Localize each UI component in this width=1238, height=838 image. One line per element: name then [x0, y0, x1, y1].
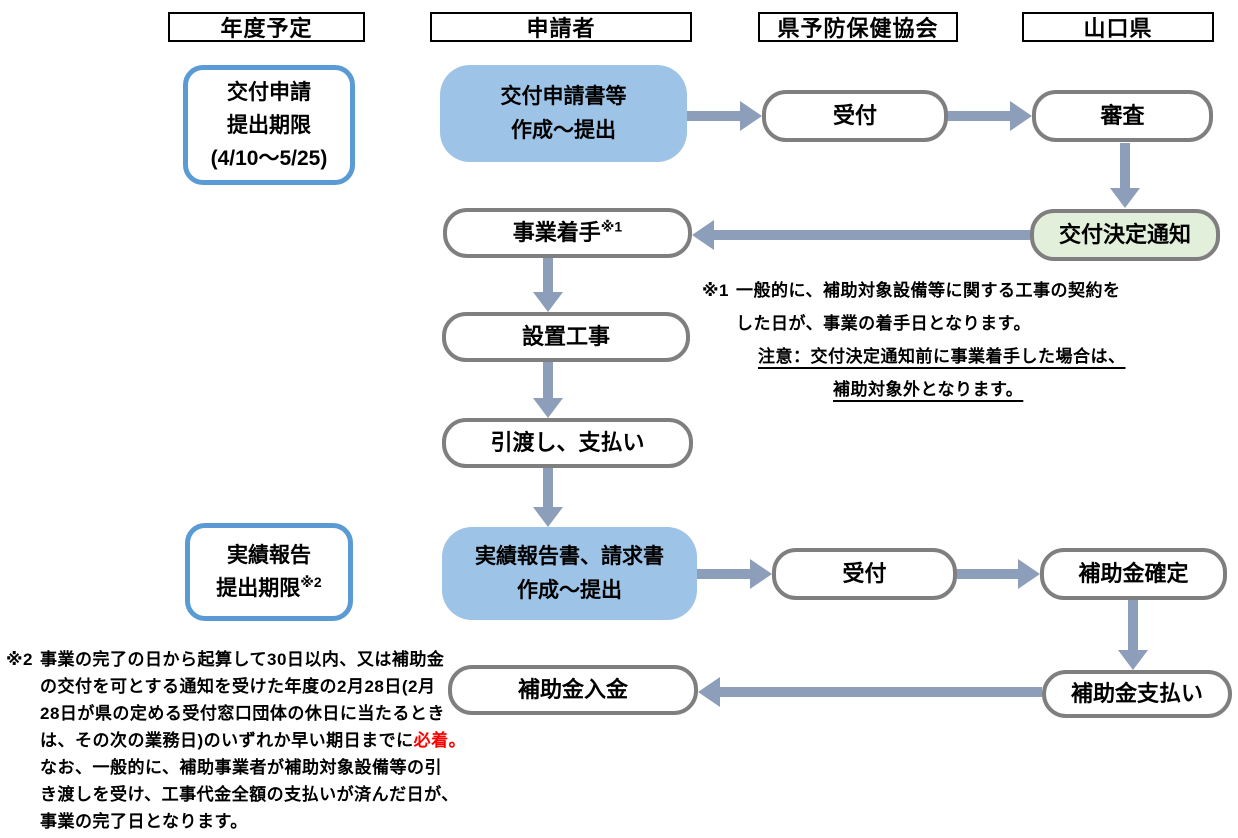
- note-line: ※1 一般的に、補助対象設備等に関する工事の契約を: [702, 274, 1126, 307]
- column-header-label: 年度予定: [220, 16, 313, 41]
- node-reception-2: 受付: [772, 548, 957, 600]
- node-subsidy-payment: 補助金支払い: [1042, 670, 1232, 718]
- column-header-annual-schedule: 年度予定: [168, 12, 365, 42]
- arrow-head: [1110, 188, 1140, 208]
- arrow-head: [1010, 101, 1032, 131]
- arrow-report-to-reception2-icon: [697, 559, 772, 589]
- arrow-application-to-reception-icon: [687, 101, 762, 131]
- arrow-shaft: [543, 468, 553, 507]
- arrow-examination-to-grant-decision-icon: [1110, 143, 1140, 208]
- arrow-shaft: [543, 258, 553, 292]
- node-examination: 審査: [1032, 90, 1213, 142]
- note-required-arrival-text: 必着。: [413, 731, 467, 750]
- footnote-ref-2: ※2: [300, 574, 322, 590]
- arrow-head: [750, 559, 772, 589]
- arrow-handover-to-report-icon: [533, 468, 563, 527]
- note-2: ※2 事業の完了の日から起算して30日以内、又は補助金 の交付を可とする通知を受…: [6, 646, 466, 835]
- arrow-head: [1018, 559, 1040, 589]
- deadline-line: 実績報告: [227, 544, 311, 567]
- arrow-head: [533, 292, 563, 312]
- arrow-confirmed-to-payment-icon: [1118, 600, 1148, 670]
- node-label: 引渡し、支払い: [490, 430, 645, 455]
- arrow-payment-to-deposit-icon: [698, 677, 1042, 707]
- arrow-head: [698, 677, 720, 707]
- arrow-reception-to-examination-icon: [948, 101, 1032, 131]
- deadline-line: 提出期限※2: [216, 574, 322, 600]
- node-report-invoice: 実績報告書、請求書 作成～提出: [442, 527, 697, 620]
- column-header-association: 県予防保健協会: [758, 12, 958, 42]
- node-create-application: 交付申請書等 作成～提出: [440, 65, 687, 162]
- arrow-head: [740, 101, 762, 131]
- note-line: なお、一般的に、補助事業者が補助対象設備等の引: [40, 758, 442, 777]
- column-header-label: 申請者: [526, 16, 596, 41]
- arrow-shaft: [1128, 600, 1138, 650]
- column-header-prefecture: 山口県: [1022, 12, 1214, 42]
- node-label: 補助金支払い: [1070, 681, 1203, 706]
- deadline-box-grant-application: 交付申請 提出期限 (4/10～5/25): [183, 65, 355, 185]
- note-1: ※1 一般的に、補助対象設備等に関する工事の契約を した日が、事業の着手日となり…: [702, 274, 1126, 406]
- node-subsidy-confirmed: 補助金確定: [1040, 548, 1227, 600]
- note-line: き渡しを受け、工事代金全額の支払いが済んだ日が、: [40, 785, 459, 804]
- deadline-line: 交付申請: [227, 80, 311, 104]
- arrow-shaft: [697, 569, 750, 579]
- note-line: の交付を可とする通知を受けた年度の2月28日(2月: [40, 677, 436, 696]
- arrow-head: [692, 220, 714, 250]
- deadline-line: 提出期限: [227, 113, 311, 137]
- node-label: 受付: [842, 561, 887, 586]
- node-project-start: 事業着手※1: [443, 208, 692, 258]
- note-line: 事業の完了日となります。: [40, 812, 248, 831]
- node-grant-decision-notice: 交付決定通知: [1030, 209, 1220, 261]
- node-installation-work: 設置工事: [442, 312, 690, 362]
- arrow-shaft: [948, 111, 1010, 121]
- deadline-box-result-report: 実績報告 提出期限※2: [185, 523, 353, 621]
- note-line: した日が、事業の着手日となります。: [736, 314, 1031, 333]
- node-subsidy-deposit: 補助金入金: [448, 665, 698, 715]
- node-reception-1: 受付: [762, 90, 948, 142]
- note-line: ※2 事業の完了の日から起算して30日以内、又は補助金: [6, 646, 466, 673]
- arrow-shaft: [957, 569, 1018, 579]
- node-label: 補助金確定: [1078, 561, 1189, 586]
- arrow-head: [533, 398, 563, 418]
- arrow-reception2-to-confirmed-icon: [957, 559, 1040, 589]
- arrow-shaft: [543, 362, 553, 398]
- note-marker: ※1: [702, 281, 729, 300]
- node-label: 実績報告書、請求書: [475, 544, 664, 568]
- deadline-line: (4/10～5/25): [210, 146, 328, 170]
- arrow-grant-decision-to-project-start-icon: [692, 220, 1030, 250]
- node-label: 補助金入金: [517, 677, 628, 702]
- note-line: 補助対象外となります。: [833, 380, 1024, 399]
- arrow-shaft: [720, 687, 1042, 697]
- arrow-shaft: [1120, 143, 1130, 188]
- note-marker: ※2: [6, 650, 33, 669]
- column-header-label: 県予防保健協会: [777, 16, 939, 41]
- node-label: 設置工事: [521, 324, 610, 349]
- node-label: 審査: [1100, 103, 1145, 128]
- arrow-head: [1118, 650, 1148, 670]
- arrow-shaft: [714, 230, 1030, 240]
- node-label: 作成～提出: [511, 118, 616, 142]
- note-line: 28日が県の定める受付窓口団体の休日に当たるとき: [40, 704, 445, 723]
- arrow-shaft: [687, 111, 740, 121]
- node-label: 交付決定通知: [1058, 222, 1191, 247]
- column-header-applicant: 申請者: [430, 12, 692, 42]
- note-line: は、その次の業務日)のいずれか早い期日までに必着。: [40, 731, 467, 750]
- footnote-ref-1: ※1: [600, 218, 623, 235]
- column-header-label: 山口県: [1083, 16, 1153, 41]
- arrow-project-start-to-installation-icon: [533, 258, 563, 312]
- node-handover-payment: 引渡し、支払い: [442, 418, 693, 468]
- node-label: 交付申請書等: [500, 84, 627, 108]
- node-label: 受付: [832, 103, 877, 128]
- node-label: 事業着手※1: [512, 218, 623, 245]
- node-label: 作成～提出: [517, 578, 622, 602]
- note-line: 注意：交付決定通知前に事業着手した場合は、: [758, 347, 1126, 366]
- arrow-head: [533, 507, 563, 527]
- arrow-installation-to-handover-icon: [533, 362, 563, 418]
